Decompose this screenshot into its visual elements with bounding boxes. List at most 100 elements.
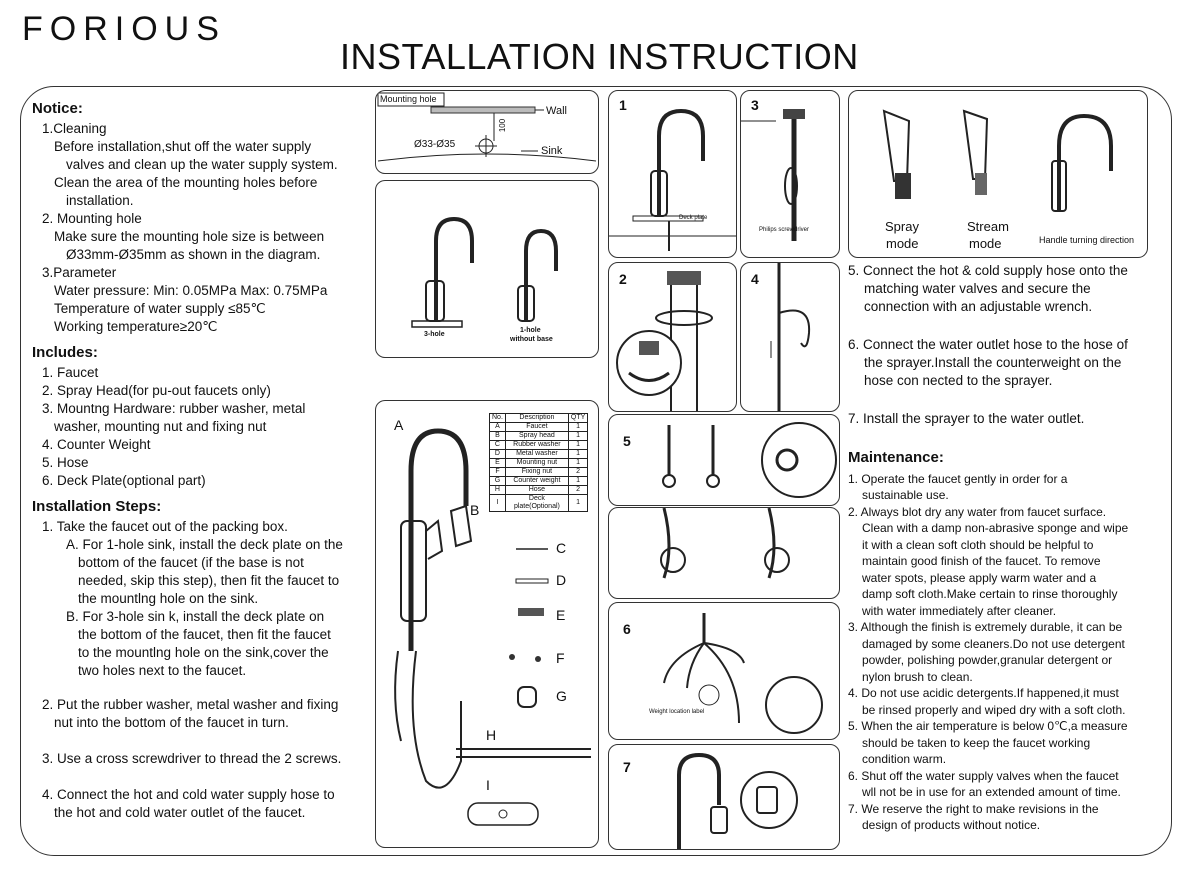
step-number: 2 (619, 271, 627, 287)
step-text: the bottom of the faucet, then fit the f… (78, 627, 331, 642)
step-text: 5. Connect the hot & cold supply hose on… (848, 263, 1128, 278)
parts-header: Description (504, 413, 569, 423)
maintenance-line: Clean with a damp non-abrasive sponge an… (862, 521, 1129, 535)
step-text: matching water valves and secure the (864, 281, 1091, 296)
maintenance-line: damp soft cloth.Make certain to rinse th… (862, 587, 1118, 601)
notice-mounting-title: 2. Mounting hole (42, 211, 142, 226)
sink-label: Sink (541, 145, 563, 157)
maintenance-line: be rinsed properly and wiped dry with a … (862, 702, 1126, 717)
mounting-hole-panel: Mounting hole Wall Sink Ø33-Ø35 100 (375, 90, 599, 174)
step-5b-panel (608, 507, 840, 599)
parts-panel: A B C D E F G H I (375, 400, 599, 848)
step-text: needed, skip this step), then fit the fa… (78, 573, 340, 588)
step-text: the hot and cold water outlet of the fau… (54, 805, 306, 820)
step-number: 7 (623, 759, 631, 775)
brand-logo: FORIOUS (22, 10, 226, 48)
deck-plate-label: Deck plate (679, 215, 708, 221)
maintenance-line: design of products without notice. (862, 818, 1041, 832)
step-2-panel: 2 (608, 262, 737, 412)
notice-text: Make sure the mounting hole size is betw… (54, 229, 325, 244)
part-label: I (486, 777, 490, 793)
step-6-panel: 6 Weight location label (608, 602, 840, 740)
parts-header: QTY (567, 413, 589, 423)
notice-heading: Notice: (32, 100, 83, 117)
includes-item: 1. Faucet (42, 365, 99, 380)
maintenance-line: it with a clean soft cloth should be hel… (862, 537, 1094, 552)
includes-item: 4. Counter Weight (42, 437, 151, 452)
maintenance-line: 3. Although the finish is extremely dura… (848, 620, 1123, 634)
sheet-border (20, 86, 1172, 856)
step-text: connection with an adjustable wrench. (864, 299, 1093, 314)
maintenance-line: 5. When the air temperature is below 0℃,… (848, 719, 1128, 733)
part-label: E (556, 607, 566, 623)
step-text: the sprayer.Install the counterweight on… (864, 355, 1122, 370)
part-label: A (394, 417, 404, 433)
includes-item: washer, mounting nut and fixing nut (54, 419, 267, 434)
part-label: B (470, 502, 480, 518)
page-title: INSTALLATION INSTRUCTION (340, 36, 859, 77)
step-text: the mountlng hole on the sink. (78, 591, 259, 606)
spray-mode-sub: mode (886, 236, 919, 251)
maintenance-line: maintain good finish of the faucet. To r… (862, 554, 1101, 568)
maintenance-line: should be taken to keep the faucet worki… (862, 735, 1091, 750)
part-label: H (486, 727, 497, 743)
mounting-hole-label: Mounting hole (380, 94, 437, 104)
step-number: 1 (619, 97, 627, 113)
step-text: A. For 1-hole sink, install the deck pla… (66, 537, 343, 552)
maintenance-heading: Maintenance: (848, 449, 944, 466)
maintenance-line: 7. We reserve the right to make revision… (848, 801, 1099, 816)
step-number: 6 (623, 621, 631, 637)
step-text: 6. Connect the water outlet hose to the … (848, 337, 1128, 352)
maintenance-line: water spots, please apply warm water and… (862, 570, 1097, 585)
maintenance-line: with water immediately after cleaner. (862, 603, 1057, 618)
spray-mode-panel: Spray mode Stream mode Handle turning di… (848, 90, 1148, 258)
includes-item: 6. Deck Plate(optional part) (42, 473, 206, 488)
step-text: 4. Connect the hot and cold water supply… (42, 787, 335, 802)
parts-header: No. (489, 413, 506, 423)
step-text: two holes next to the faucet. (78, 663, 247, 678)
includes-heading: Includes: (32, 344, 98, 361)
part-label: G (556, 688, 567, 704)
step-number: 5 (623, 433, 631, 449)
step-7-panel: 7 (608, 744, 840, 850)
spray-mode-label: Spray (885, 219, 919, 234)
maintenance-line: sustainable use. (862, 488, 949, 502)
part-label: F (556, 650, 565, 666)
step-text: hose con nected to the sprayer. (864, 373, 1053, 388)
weight-location-label: Weight location label (649, 709, 705, 715)
maintenance-line: 1. Operate the faucet gently in order fo… (848, 471, 1068, 486)
step-text: 1. Take the faucet out of the packing bo… (42, 519, 288, 534)
step-text: 7. Install the sprayer to the water outl… (848, 411, 1085, 426)
notice-text: Ø33mm-Ø35mm as shown in the diagram. (66, 247, 321, 262)
notice-param-title: 3.Parameter (42, 265, 117, 280)
step-text: bottom of the faucet (if the base is not (78, 555, 304, 570)
step-number: 3 (751, 97, 759, 113)
left-column: Notice: 1.Cleaning Before installation,s… (32, 100, 367, 822)
one-hole-label: 1-hole (520, 327, 541, 334)
wall-label: Wall (546, 105, 567, 117)
step-text: 2. Put the rubber washer, metal washer a… (42, 697, 339, 712)
includes-item: 3. Mountng Hardware: rubber washer, meta… (42, 401, 306, 416)
maintenance-line: 4. Do not use acidic detergents.If happe… (848, 686, 1119, 700)
maintenance-section: Maintenance: 1. Operate the faucet gentl… (848, 450, 1148, 835)
step-number: 4 (751, 271, 759, 287)
right-steps: 5. Connect the hot & cold supply hose on… (848, 262, 1148, 440)
notice-text: Temperature of water supply ≤85℃ (54, 301, 266, 316)
maintenance-line: damaged by some cleaners.Do not use dete… (862, 636, 1125, 651)
notice-cleaning-title: 1.Cleaning (42, 121, 107, 136)
step-5-panel: 5 (608, 414, 840, 506)
notice-text: Clean the area of the mounting holes bef… (54, 175, 318, 190)
steps-heading: Installation Steps: (32, 498, 162, 515)
notice-text: Before installation,shut off the water s… (54, 139, 312, 154)
step-text: 3. Use a cross screwdriver to thread the… (42, 751, 342, 766)
maintenance-line: wll not be in use for an extended amount… (862, 785, 1121, 799)
hole-size-label: Ø33-Ø35 (414, 139, 456, 150)
step-4-panel: 4 (740, 262, 840, 412)
